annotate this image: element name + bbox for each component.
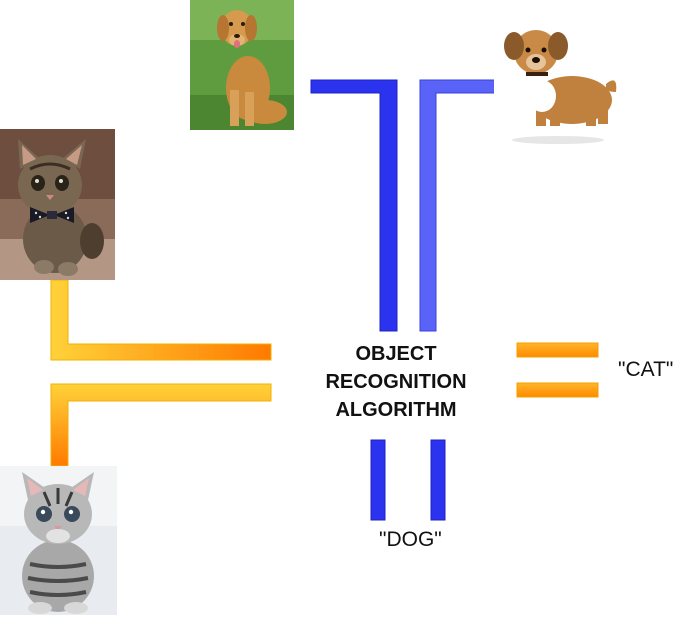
cat-output-label: "CAT" xyxy=(618,358,674,381)
cat-path-bottom xyxy=(50,383,272,467)
cat-output-bar-bottom xyxy=(516,382,599,398)
dog-output-bar-left xyxy=(370,439,386,521)
algorithm-label-line1: OBJECT xyxy=(355,343,437,365)
cat-output-bar-top xyxy=(516,342,599,358)
dog-output-bar-right xyxy=(430,439,446,521)
dog-path-left xyxy=(310,79,398,332)
algorithm-label-line2: RECOGNITION xyxy=(325,371,467,393)
dog-path-right xyxy=(419,79,506,332)
golden-retriever-image xyxy=(190,0,294,130)
algorithm-label-line3: ALGORITHM xyxy=(335,399,457,421)
bowtie-kitten-image xyxy=(0,129,115,280)
cat-path-top xyxy=(50,279,272,361)
algorithm-label: OBJECT RECOGNITION ALGORITHM xyxy=(296,340,496,424)
dog-output-label: "DOG" xyxy=(379,528,442,551)
puppy-image xyxy=(494,22,622,148)
silver-kitten-image xyxy=(0,466,117,615)
